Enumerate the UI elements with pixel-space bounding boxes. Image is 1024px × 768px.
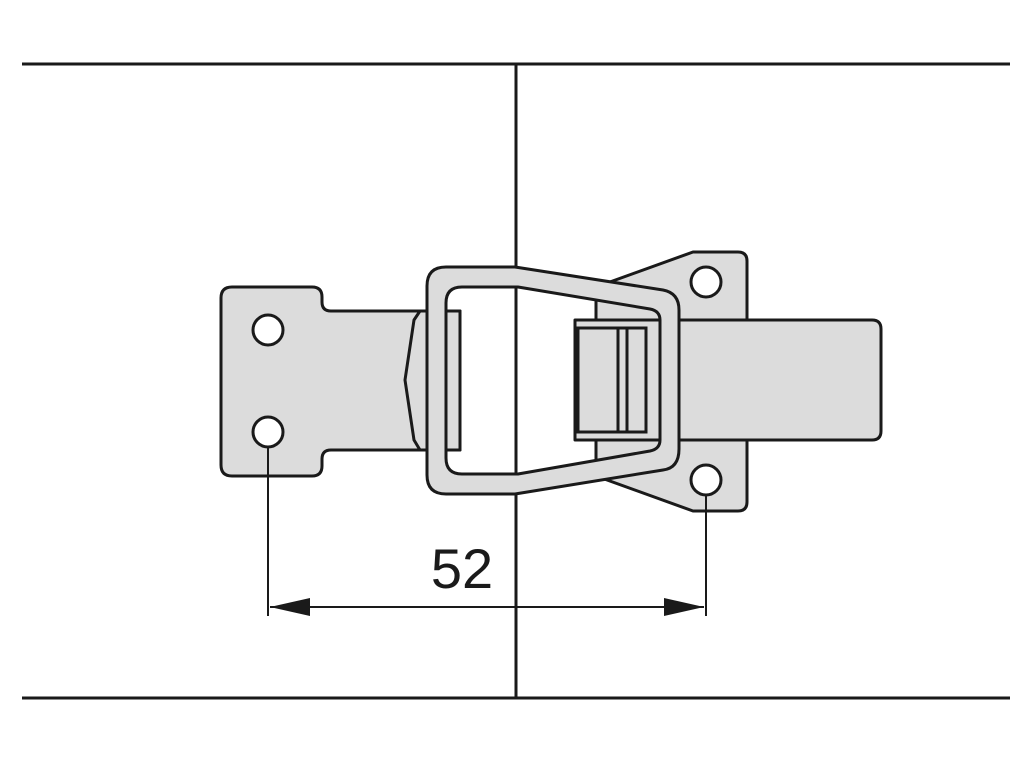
- latch-bail-loop: [425, 265, 681, 496]
- keeper-plate: [219, 285, 462, 478]
- dimension-arrow-right: [664, 598, 704, 616]
- dimension-arrow-left: [270, 598, 310, 616]
- pivot-block-body: [576, 326, 648, 434]
- latch-pivot-block: [576, 326, 648, 434]
- dimension-value: 52: [431, 537, 493, 600]
- base-screw-hole-top: [689, 265, 723, 299]
- keeper-screw-hole-top: [251, 313, 285, 347]
- dimension-annotation: 52: [267, 447, 707, 616]
- base-screw-hole-bottom: [689, 463, 723, 497]
- latch-lever-arm: [573, 318, 883, 442]
- keeper-screw-hole-bottom: [251, 415, 285, 449]
